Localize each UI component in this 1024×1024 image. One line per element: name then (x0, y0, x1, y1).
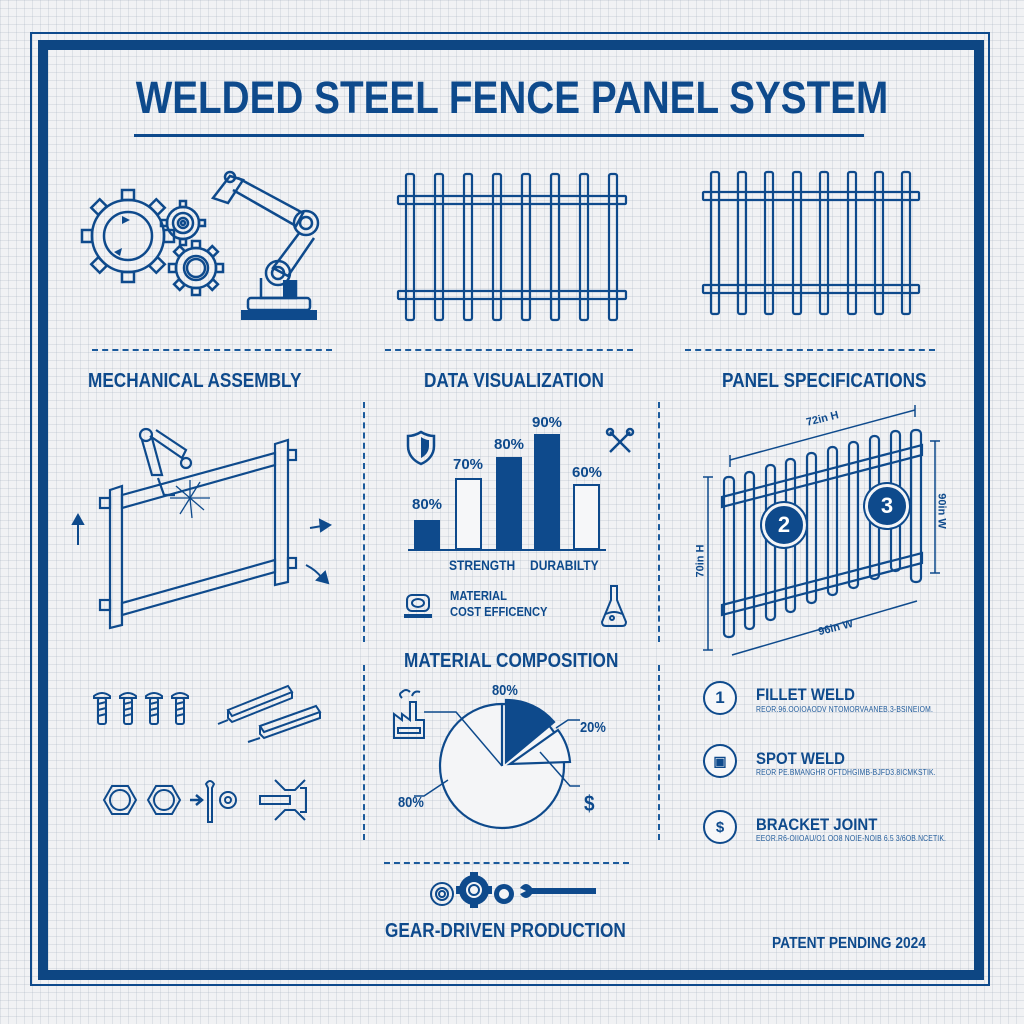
separator-dashed (384, 862, 629, 864)
section-label-material-composition: MATERIAL COMPOSITION (404, 650, 619, 672)
dimension-left: 70in H (694, 544, 707, 578)
weld-title-spot: SPOT WELD (756, 749, 845, 768)
bar-value-label: 90% (531, 414, 563, 431)
bracket-joint-icon: $ (703, 810, 737, 844)
flask-icon (600, 585, 628, 627)
tools-crossed-icon (605, 427, 635, 453)
divider-vertical-dashed (658, 665, 660, 840)
pie-label-right: 20% (580, 719, 606, 736)
cost-efficiency-label: COST EFFICENCY (450, 604, 548, 619)
outer-frame-border (30, 32, 990, 986)
section-label-panel-specifications: PANEL SPECIFICATIONS (722, 370, 927, 392)
panel-spec-isometric-diagram (703, 405, 940, 656)
divider-vertical-dashed (363, 665, 365, 840)
factory-icon (393, 689, 425, 739)
divider-vertical-dashed (363, 402, 365, 642)
bar-value-label: 80% (493, 436, 525, 453)
weld-desc-fillet: REOR.96.OOIOAODV NTOMORVAANEB.3-BSINEIOM… (756, 705, 934, 714)
number-one-icon: 1 (703, 681, 737, 715)
bar-5 (573, 484, 600, 550)
callout-badge-3: 3 (865, 484, 909, 528)
bar-1 (414, 520, 440, 550)
bar-value-label: 80% (411, 496, 443, 513)
pie-chart (414, 698, 580, 830)
material-label: MATERIAL (450, 588, 507, 603)
weld-desc-spot: REOR PE.BMANGHR OFTDHGIMB-BJFD3.8ICMKSTI… (756, 768, 936, 777)
gears-robot-arm-icon (80, 170, 320, 320)
fence-panel-front-view-2 (701, 170, 921, 316)
bar-3 (496, 457, 522, 550)
patent-pending-label: PATENT PENDING 2024 (772, 935, 926, 952)
inner-frame-border (38, 40, 984, 980)
nuts-wrench-icon (102, 779, 307, 823)
spot-weld-icon: ▣ (703, 744, 737, 778)
divider-vertical-dashed (658, 402, 660, 642)
weld-title-fillet: FILLET WELD (756, 685, 855, 704)
weld-desc-bracket: EEOR.R6-OIIOAU/O1 OO8 NOIE-NOIB 6.5 3/6O… (756, 834, 947, 843)
axis-label-durability: DURABILTY (530, 557, 599, 573)
bar-chart-baseline (408, 549, 606, 551)
separator-dashed (92, 349, 332, 351)
pie-label-currency: $ (584, 791, 595, 816)
separator-dashed (685, 349, 935, 351)
page-title: WELDED STEEL FENCE PANEL SYSTEM (135, 72, 889, 123)
bar-value-label: 60% (571, 464, 603, 481)
separator-dashed (385, 349, 633, 351)
weld-title-bracket: BRACKET JOINT (756, 815, 878, 834)
fence-panel-front-view-1 (396, 172, 628, 322)
axis-label-strength: STRENGTH (449, 557, 516, 573)
cost-efficiency-icon (404, 594, 432, 618)
screws-icon (93, 692, 189, 725)
bar-2 (455, 478, 482, 550)
gears-wrench-icon (430, 872, 596, 908)
welding-frame-illustration (71, 427, 332, 630)
pie-label-top: 80% (492, 682, 518, 699)
section-label-mechanical-assembly: MECHANICAL ASSEMBLY (88, 370, 302, 392)
callout-badge-2: 2 (762, 503, 806, 547)
bar-value-label: 70% (452, 456, 484, 473)
bar-4 (534, 434, 560, 550)
title-underline (134, 134, 864, 137)
pie-label-left: 80% (398, 794, 424, 811)
dimension-right: 90in W (935, 493, 948, 529)
shield-icon (406, 430, 436, 466)
section-label-gear-driven-production: GEAR-DRIVEN PRODUCTION (385, 920, 626, 942)
steel-bars-icon (217, 684, 322, 743)
section-label-data-visualization: DATA VISUALIZATION (424, 370, 604, 392)
